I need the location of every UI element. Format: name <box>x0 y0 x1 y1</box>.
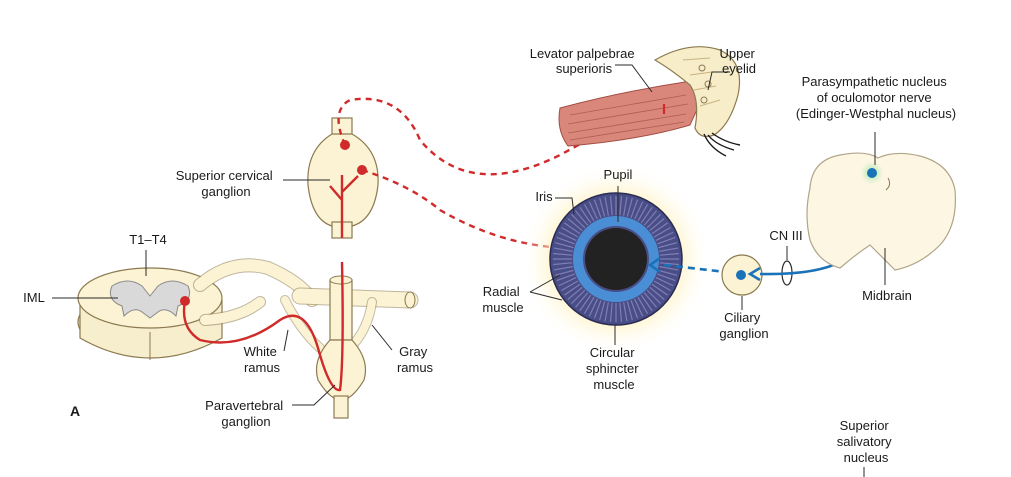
iris-striation <box>659 247 679 252</box>
iris-striation <box>561 226 579 238</box>
iris-striation <box>604 196 609 216</box>
iris-striation <box>599 197 606 217</box>
iris-striation <box>593 300 602 319</box>
midbrain-label: Midbrain <box>862 288 912 303</box>
iris-striation <box>554 242 574 249</box>
iris-striation <box>658 269 678 276</box>
gray-matter <box>109 280 191 319</box>
salivatory-label: Superior salivatory nucleus <box>837 418 896 465</box>
iris-striation <box>558 277 577 287</box>
upper-eyelid <box>558 46 741 157</box>
iris-striation <box>588 298 598 317</box>
iris-striation <box>640 207 653 224</box>
iris-striation <box>556 273 575 282</box>
iris-striation <box>657 236 676 245</box>
iris-striation <box>637 296 649 314</box>
radial-muscle-label: Radial muscle <box>482 284 523 315</box>
iris-striation <box>634 298 644 317</box>
iris-striation <box>564 283 581 296</box>
circular-sphincter-label: Circular sphincter muscle <box>586 345 642 392</box>
iris-striation <box>653 280 671 292</box>
levator-label: Levator palpebrae superioris <box>530 46 638 76</box>
panel-label: A <box>70 403 80 419</box>
sympathetic-to-iris <box>361 168 566 250</box>
iris-striation <box>655 277 674 287</box>
iris-striation <box>567 286 583 300</box>
iris-striation <box>571 289 586 304</box>
iris-striation <box>643 210 657 226</box>
iris-striation <box>579 294 592 311</box>
iris-striation <box>655 231 674 241</box>
iris-striation <box>623 196 628 216</box>
iris-striation <box>554 269 574 276</box>
iris-striation <box>619 302 623 322</box>
iris-striation <box>561 280 579 292</box>
iris-striation <box>579 207 592 224</box>
spinal-cord <box>77 258 419 360</box>
iris-striation <box>583 204 595 222</box>
superior-cervical-ganglion <box>307 117 379 239</box>
upper-eyelid-label: Upper eyelid <box>719 46 758 76</box>
iris-striation <box>623 302 628 322</box>
iris-striation <box>609 196 613 216</box>
iris-striation <box>634 201 644 220</box>
iris-striation <box>646 289 661 304</box>
iris-striation <box>619 196 623 216</box>
iris-label: Iris <box>535 189 553 204</box>
iris-striation <box>658 242 678 249</box>
iris-striation <box>609 302 613 322</box>
iris-striation <box>637 204 649 222</box>
iris-striation <box>588 201 598 220</box>
iris-striation <box>571 214 586 229</box>
t1-t4-label: T1–T4 <box>129 232 167 247</box>
iris-striation <box>567 218 583 232</box>
iris-striation <box>630 199 639 218</box>
iris-striation <box>626 197 633 217</box>
iris-striation <box>651 283 668 296</box>
iris-striation <box>575 292 589 308</box>
superior-cervical-label: Superior cervical ganglion <box>176 168 276 199</box>
iris-striation <box>649 218 665 232</box>
iris-striation <box>593 199 602 218</box>
ciliary-ganglion-label: Ciliary ganglion <box>719 310 768 341</box>
iris-striation <box>553 247 573 252</box>
white-ramus-label: White ramus <box>244 344 281 375</box>
ciliary-ganglion <box>721 254 763 296</box>
gray-ramus-label: Gray ramus <box>397 344 434 375</box>
iris-striation <box>564 222 581 235</box>
iris-striation <box>640 294 653 311</box>
iris-striation <box>643 292 657 308</box>
iris-striation <box>626 301 633 321</box>
pupil-label: Pupil <box>604 167 633 182</box>
iris-striation <box>651 222 668 235</box>
cn3-label: CN III <box>769 228 802 243</box>
parasympathetic-terminal-iris <box>647 256 661 274</box>
iris-striation <box>646 214 661 229</box>
iris-striation <box>659 262 679 266</box>
iris-striation <box>657 273 676 282</box>
preganglionic-fiber <box>182 261 344 392</box>
paravertebral-label: Paravertebral ganglion <box>205 398 287 429</box>
iris-striation <box>553 262 573 266</box>
iris-striation <box>583 296 595 314</box>
edinger-westphal-label: Parasympathetic nucleus of oculomotor ne… <box>796 74 956 121</box>
iris-striation <box>553 266 573 271</box>
iris-striation <box>553 252 573 256</box>
iris-striation <box>575 210 589 226</box>
iris-striation <box>649 286 665 300</box>
iris-striation <box>599 301 606 321</box>
iris-eye <box>520 163 712 355</box>
midbrain <box>806 152 957 271</box>
iml-label: IML <box>23 290 45 305</box>
iris-striation <box>556 236 575 245</box>
iris-striation <box>558 231 577 241</box>
iris-striation <box>659 266 679 271</box>
iris-striation <box>653 226 671 238</box>
iris-striation <box>630 300 639 319</box>
iris-striation <box>659 252 679 256</box>
iris-striation <box>604 302 609 322</box>
